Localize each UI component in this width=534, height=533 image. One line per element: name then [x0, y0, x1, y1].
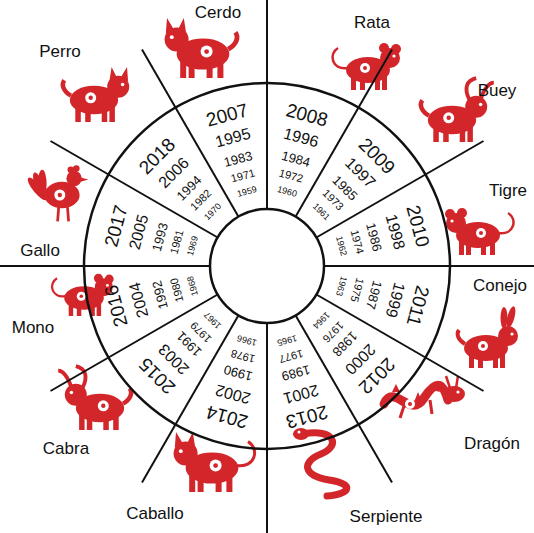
animal-illustration	[445, 208, 514, 255]
year-number: 1993	[150, 222, 170, 253]
animal-illustration	[63, 67, 129, 122]
year-number: 1996	[282, 126, 321, 151]
year-number: 1966	[236, 333, 258, 347]
animal-name: Mono	[12, 319, 55, 336]
year-number: 1977	[278, 347, 304, 364]
animal-illustration	[25, 165, 88, 221]
animal-name: Serpiente	[350, 508, 423, 525]
year-number: 1965	[276, 333, 298, 347]
year-number: 2011	[403, 284, 432, 328]
animal-illustration	[458, 305, 518, 368]
year-number: 1963	[334, 275, 348, 297]
year-number: 1983	[223, 149, 254, 169]
year-number: 1986	[364, 222, 384, 253]
year-number: 2001	[282, 381, 321, 406]
year-number: 2016	[102, 283, 131, 329]
year-number: 1981	[169, 229, 186, 255]
year-number: 1960	[276, 185, 298, 199]
year-number: 1978	[230, 347, 256, 364]
year-number: 2014	[204, 402, 250, 431]
inner-ring	[210, 209, 324, 323]
animal-name: Cabra	[43, 440, 89, 457]
animal-illustration	[293, 428, 347, 496]
year-number: 2002	[214, 381, 253, 406]
year-number: 2005	[127, 213, 152, 252]
animal-name: Conejo	[473, 277, 527, 294]
sector-line	[266, 0, 268, 209]
year-number: 1962	[334, 235, 348, 257]
animal-name: Tigre	[489, 182, 527, 199]
sector-line	[266, 323, 268, 533]
animal-name: Buey	[478, 82, 517, 99]
year-number: 1984	[280, 149, 311, 169]
year-number: 1968	[186, 275, 200, 297]
animal-name: Caballo	[126, 505, 184, 522]
year-number: 1999	[382, 281, 407, 320]
year-number: 1974	[348, 229, 365, 255]
animal-illustrations	[25, 18, 518, 496]
year-number: 1975	[348, 277, 365, 303]
year-number: 1987	[364, 279, 384, 310]
year-number: 1990	[223, 363, 254, 383]
year-number: 1959	[236, 185, 258, 199]
year-number: 2007	[204, 101, 250, 130]
year-number: 1992	[150, 279, 170, 310]
year-number: 2010	[403, 203, 432, 249]
animal-illustration	[165, 18, 237, 78]
sector-line	[0, 265, 210, 267]
year-number: 1989	[280, 363, 311, 383]
animal-name: Gallo	[20, 242, 60, 259]
year-number: 2017	[102, 203, 131, 249]
animal-name: Dragón	[464, 435, 520, 452]
year-number: 1971	[230, 168, 256, 185]
sector-line	[324, 265, 534, 267]
year-number: 1980	[169, 277, 186, 303]
year-number: 2004	[127, 281, 152, 320]
year-number: 2013	[284, 402, 330, 431]
year-number: 1969	[186, 235, 200, 257]
animal-name: Cerdo	[195, 4, 241, 21]
year-number: 1995	[214, 126, 253, 151]
year-number: 1970	[202, 201, 223, 222]
year-number: 1972	[278, 168, 304, 185]
animal-name: Perro	[39, 43, 81, 60]
year-number: 1998	[382, 213, 407, 252]
animal-name: Rata	[354, 14, 390, 31]
year-number: 2008	[284, 101, 330, 130]
